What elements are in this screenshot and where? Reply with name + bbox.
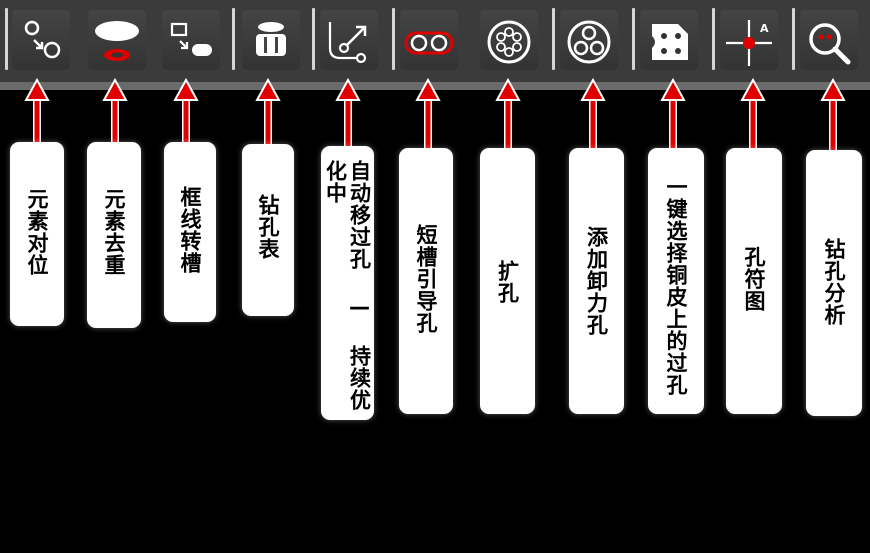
- toolbar-separator: [712, 8, 715, 70]
- toolbar-separator: [632, 8, 635, 70]
- auto-move-via-button[interactable]: [320, 10, 378, 70]
- caption-card-short-slot: 短槽引导孔: [399, 148, 453, 414]
- outline-to-slot-icon: [170, 22, 212, 56]
- caption-text: 钻孔分析: [822, 238, 846, 326]
- toolbar-separator: [5, 8, 8, 70]
- element-dedup-button[interactable]: [88, 10, 146, 70]
- element-dedup-icon: [95, 21, 139, 61]
- caption-text: 元素去重: [102, 188, 126, 276]
- toolbar: A: [0, 0, 870, 90]
- element-align-button[interactable]: [12, 10, 70, 70]
- short-slot-pilot-hole-button[interactable]: [400, 10, 458, 70]
- caption-text: 扩孔: [495, 260, 520, 304]
- toolbar-separator: [552, 8, 555, 70]
- caption-text: 钻孔表: [256, 194, 280, 260]
- arrow-hole-symbol-map: [740, 77, 766, 148]
- toolbar-separator: [232, 8, 235, 70]
- short-slot-pilot-hole-icon: [404, 31, 454, 55]
- arrow-select-via: [660, 77, 686, 148]
- caption-text: 自动移过孔 — 持续优化中: [323, 160, 372, 411]
- arrow-short-slot: [415, 77, 441, 148]
- caption-text: 一键选择铜皮上的过孔: [664, 176, 688, 396]
- caption-card-outline-to-slot: 框线转槽: [164, 142, 216, 322]
- caption-text: 元素对位: [25, 188, 49, 276]
- hole-symbol-map-button[interactable]: A: [720, 10, 778, 70]
- arrow-drill-analysis: [820, 77, 846, 150]
- drill-analysis-icon: [809, 23, 851, 65]
- caption-text: 短槽引导孔: [414, 224, 438, 334]
- toolbar-separator: [392, 8, 395, 70]
- caption-card-element-dedup: 元素去重: [87, 142, 141, 328]
- drill-analysis-button[interactable]: [800, 10, 858, 70]
- caption-text: 框线转槽: [178, 186, 202, 274]
- caption-card-auto-move-via: 自动移过孔 — 持续优化中: [321, 146, 374, 420]
- caption-text: 孔符图: [742, 246, 766, 312]
- select-via-on-copper-icon: [652, 24, 688, 60]
- hole-symbol-map-icon: A: [726, 20, 772, 66]
- arrow-enlarge-hole: [495, 77, 521, 148]
- caption-card-drill-analysis: 钻孔分析: [806, 150, 862, 416]
- toolbar-separator: [312, 8, 315, 70]
- outline-to-slot-button[interactable]: [162, 10, 220, 70]
- caption-card-drill-table: 钻孔表: [242, 144, 294, 316]
- enlarge-hole-button[interactable]: [480, 10, 538, 70]
- add-relief-hole-button[interactable]: [560, 10, 618, 70]
- caption-card-hole-symbol-map: 孔符图: [726, 148, 782, 414]
- svg-text:A: A: [760, 22, 769, 35]
- auto-move-via-icon: [328, 22, 367, 64]
- caption-card-relief-hole: 添加卸力孔: [569, 148, 624, 414]
- drill-table-button[interactable]: [242, 10, 300, 70]
- add-relief-hole-icon: [567, 20, 611, 64]
- toolbar-separator: [792, 8, 795, 70]
- arrow-relief-hole: [580, 77, 606, 148]
- drill-table-icon: [256, 22, 286, 56]
- caption-card-enlarge-hole: 扩孔: [480, 148, 535, 414]
- caption-card-element-align: 元素对位: [10, 142, 64, 326]
- caption-card-select-via: 一键选择铜皮上的过孔: [648, 148, 704, 414]
- element-align-icon: [24, 20, 61, 59]
- select-via-on-copper-button[interactable]: [640, 10, 698, 70]
- enlarge-hole-icon: [487, 20, 531, 64]
- caption-text: 添加卸力孔: [584, 226, 609, 336]
